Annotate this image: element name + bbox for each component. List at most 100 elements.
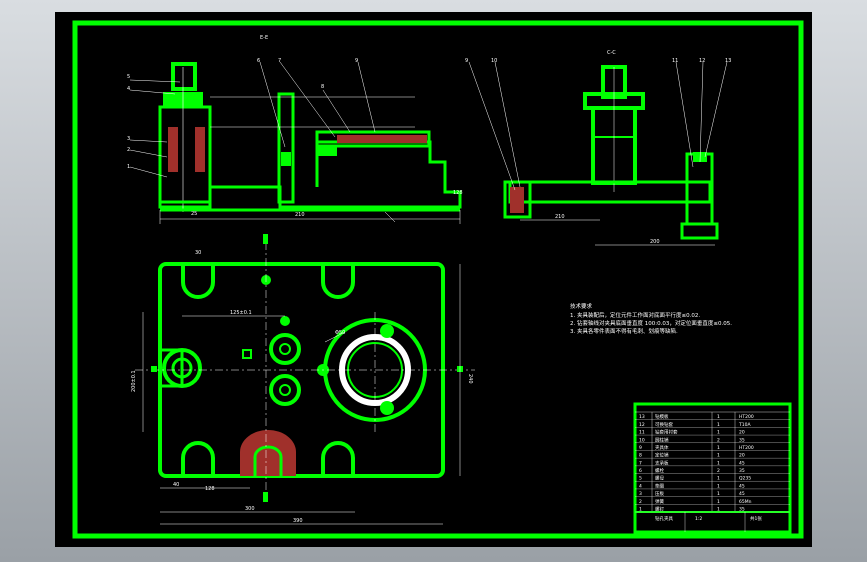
balloon-9b: 9 bbox=[465, 58, 468, 64]
drawing-canvas: E-E 25 210 128 bbox=[72, 20, 804, 539]
parts-list-cell: 1 bbox=[717, 476, 720, 482]
parts-list-cell: 螺钉 bbox=[655, 506, 664, 513]
front-hatch-right bbox=[195, 127, 205, 172]
tech-notes: 技术要求 1. 夹具装配后，定位元件工作面对底面平行度≤0.02. 2. 钻套轴… bbox=[570, 302, 732, 335]
parts-list-cell: 钻套用衬套 bbox=[655, 429, 678, 436]
parts-list-cell: 6 bbox=[639, 468, 642, 474]
parts-list-cell: 1 bbox=[717, 499, 720, 505]
parts-list-cell: 11 bbox=[639, 430, 645, 436]
plan-slot-top-left bbox=[181, 264, 215, 299]
parts-list-cell: 4 bbox=[639, 483, 642, 489]
parts-list-cell: 45 bbox=[739, 483, 745, 489]
side-left-boss bbox=[503, 180, 532, 219]
plan-hatched-block bbox=[240, 430, 296, 476]
front-clamp bbox=[317, 146, 337, 156]
parts-list-cell: 1 bbox=[717, 445, 720, 451]
balloon-5: 5 bbox=[127, 74, 130, 80]
parts-list-cell: 8 bbox=[639, 453, 642, 459]
title-block-title: 钻孔夹具 bbox=[655, 515, 673, 522]
balloon-7: 7 bbox=[278, 58, 281, 64]
plan-view: 30 125±0.1 Φ50 200±0.1 240 40 128 300 39… bbox=[131, 234, 475, 525]
side-right-foot bbox=[680, 222, 719, 240]
parts-list-cell: 1 bbox=[717, 430, 720, 436]
plan-slot-top-right bbox=[321, 264, 355, 299]
dim-plan-30: 30 bbox=[195, 250, 201, 256]
parts-list-cell: 65Mn bbox=[739, 499, 752, 505]
parts-list-cell: 9 bbox=[639, 445, 642, 451]
dim-plan-left-h: 200±0.1 bbox=[131, 370, 137, 392]
dim-plan-ph50: Φ50 bbox=[335, 330, 345, 336]
cad-viewport[interactable]: E-E 25 210 128 bbox=[55, 12, 812, 547]
dim-plan-right-h: 240 bbox=[467, 374, 473, 384]
balloon-13: 13 bbox=[725, 58, 731, 64]
side-right-post bbox=[685, 152, 714, 226]
parts-list-cell: 20 bbox=[739, 430, 745, 436]
balloon-6: 6 bbox=[257, 58, 260, 64]
title-block-scale: 1:2 bbox=[695, 516, 702, 522]
parts-list-cell: 45 bbox=[739, 491, 745, 497]
dim-plan-40: 40 bbox=[173, 482, 179, 488]
parts-list-cell: 7 bbox=[639, 460, 642, 466]
parts-list-cell: 压板 bbox=[655, 490, 664, 497]
parts-list-cell: 2 bbox=[717, 437, 720, 443]
parts-list-cell: 支承板 bbox=[655, 459, 669, 466]
parts-list-cell: 2 bbox=[639, 499, 642, 505]
parts-list-cell: 1 bbox=[717, 483, 720, 489]
balloon-1: 1 bbox=[127, 164, 130, 170]
parts-list-cell: 螺栓 bbox=[655, 467, 664, 474]
dim-side-210: 210 bbox=[555, 214, 565, 220]
dim-front-210: 210 bbox=[295, 212, 305, 218]
front-arm-hatch bbox=[337, 135, 427, 143]
parts-list-cell: 20 bbox=[739, 453, 745, 459]
plan-pin-upper bbox=[269, 333, 301, 365]
parts-list-cell: 可换钻套 bbox=[655, 421, 673, 428]
section-label-side: C-C bbox=[607, 50, 616, 56]
parts-list-cell: 1 bbox=[717, 460, 720, 466]
outer-frame bbox=[72, 20, 804, 539]
front-top-nut bbox=[171, 62, 197, 91]
front-hatch-left bbox=[168, 127, 178, 172]
section-label-front: E-E bbox=[260, 35, 268, 41]
parts-list-cell: 弹簧 bbox=[655, 498, 664, 505]
front-arm bbox=[315, 130, 431, 148]
dim-front-h1: 128 bbox=[453, 190, 463, 196]
parts-list-cell: 1 bbox=[717, 422, 720, 428]
tech-note-2: 2. 钻套轴线对夹具底面垂直度 100:0.03，对定位面垂直度≤0.05. bbox=[570, 319, 732, 327]
dim-front-25: 25 bbox=[191, 211, 197, 217]
parts-list-cell: 35 bbox=[739, 507, 745, 513]
tech-note-3: 3. 夹具各零件表面不得有毛刺、划痕等缺陷. bbox=[570, 327, 678, 335]
parts-list-cell: Q235 bbox=[739, 476, 751, 482]
dim-side-200: 200 bbox=[650, 239, 660, 245]
parts-list-cell: 钻模板 bbox=[655, 413, 669, 420]
balloon-10: 10 bbox=[491, 58, 497, 64]
parts-list-cell: HT200 bbox=[739, 414, 754, 420]
balloon-2: 2 bbox=[127, 147, 130, 153]
parts-list-cell: 3 bbox=[639, 491, 642, 497]
parts-list-cell: T10A bbox=[738, 422, 751, 428]
front-section-view: 25 210 128 5 4 3 2 1 6 7 8 9 bbox=[127, 58, 463, 224]
parts-list-cell: 1 bbox=[717, 507, 720, 513]
parts-list-cell: 螺母 bbox=[655, 475, 664, 482]
balloon-8: 8 bbox=[321, 84, 324, 90]
dim-plan-390: 390 bbox=[293, 518, 303, 524]
parts-list-cell: 1 bbox=[717, 491, 720, 497]
parts-list-cell: 10 bbox=[639, 437, 645, 443]
parts-list-cell: 1 bbox=[717, 414, 720, 420]
parts-list-cell: 35 bbox=[739, 437, 745, 443]
parts-list-cell: 垫圈 bbox=[655, 482, 664, 489]
parts-list-cell: 定位销 bbox=[655, 452, 669, 459]
parts-list-cell: 13 bbox=[639, 414, 645, 420]
front-support bbox=[277, 92, 295, 204]
parts-list-cell: 1 bbox=[717, 453, 720, 459]
plan-pin-lower bbox=[269, 374, 301, 406]
balloon-4: 4 bbox=[127, 86, 130, 92]
parts-list-cell: 12 bbox=[639, 422, 645, 428]
dim-plan-300: 300 bbox=[245, 506, 255, 512]
tech-note-1: 1. 夹具装配后，定位元件工作面对底面平行度≤0.02. bbox=[570, 311, 700, 319]
parts-list-cell: 5 bbox=[639, 476, 642, 482]
parts-list-cell: 1 bbox=[639, 507, 642, 513]
parts-list-cell: 35 bbox=[739, 468, 745, 474]
balloon-12: 12 bbox=[699, 58, 705, 64]
plan-slot-bottom-left bbox=[181, 441, 215, 476]
